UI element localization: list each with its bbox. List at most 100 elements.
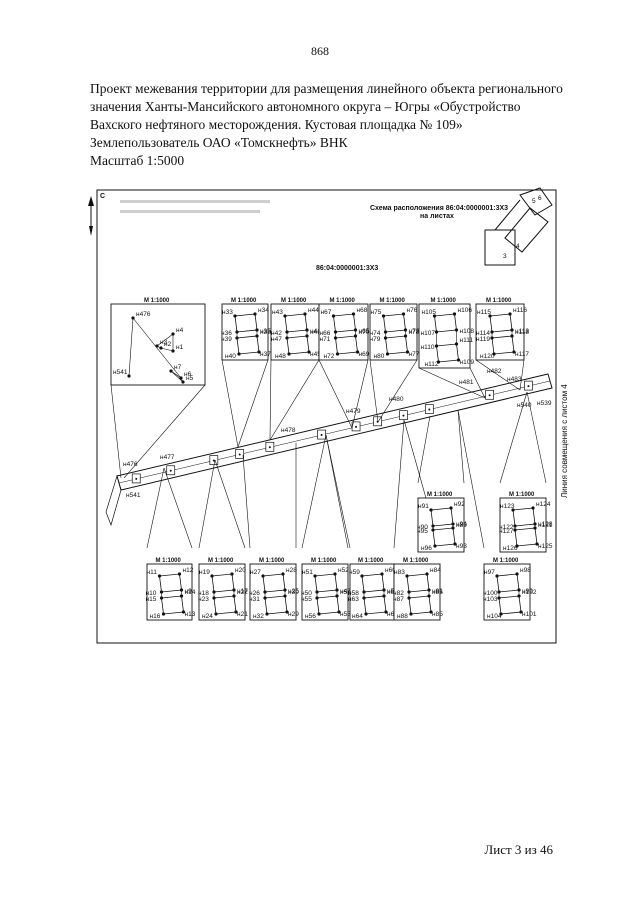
point-label: н79 (370, 336, 381, 343)
corridor-marker (424, 404, 434, 414)
corridor-marker (351, 421, 361, 432)
point-label: н54 (340, 589, 351, 596)
point-label: н478 (281, 427, 296, 434)
point-label: н51 (302, 569, 313, 576)
point-label: н476 (136, 311, 151, 318)
point-label: н21 (237, 611, 248, 618)
point-label: н81 (432, 588, 443, 595)
point-label: н3 (160, 339, 168, 346)
point-label: н26 (249, 590, 260, 597)
inset-scale: М 1:1000 (311, 558, 337, 564)
point-label: н481 (459, 379, 474, 386)
point-label: н16 (150, 613, 161, 620)
point-label: н114 (476, 330, 490, 337)
point-label: н19 (199, 569, 210, 576)
point-label: н87 (393, 596, 404, 603)
point-label: н126 (503, 545, 518, 552)
inset-scale: М 1:1000 (231, 298, 257, 304)
location-scheme-title: Схема расположения 86:04:0000001:3Х3 (370, 205, 508, 212)
point-label: н83 (394, 569, 405, 576)
point-label: н66 (320, 330, 331, 337)
document-header: Проект межевания территории для размещен… (90, 80, 590, 170)
plan-blurred-note (120, 200, 270, 213)
point-label: н106 (458, 307, 473, 314)
point-label: н111 (460, 337, 474, 344)
inset-scale: М 1:1000 (144, 298, 170, 304)
header-line-3: Вахского нефтяного месторождения. Кустов… (90, 117, 463, 132)
point-label: н17 (237, 588, 248, 595)
point-label: н6 (184, 371, 192, 378)
point-label: н9 (185, 588, 193, 595)
corridor-marker (209, 455, 219, 465)
point-label: н35 (260, 328, 271, 335)
point-label: н48 (275, 353, 286, 360)
inset-scale: М 1:1000 (403, 558, 429, 564)
point-label: н18 (198, 590, 209, 597)
point-label: н482 (487, 368, 502, 375)
point-label: н60 (385, 567, 396, 574)
point-label: н127 (499, 528, 514, 535)
point-label: н105 (422, 309, 437, 316)
corridor-marker (524, 380, 533, 391)
point-label: н124 (536, 501, 551, 508)
corridor-marker (317, 429, 326, 440)
point-label: н40 (225, 353, 236, 360)
point-label: н37 (260, 351, 271, 358)
inset-scale: М 1:1000 (493, 558, 519, 564)
point-label: н58 (348, 590, 359, 597)
point-label: н25 (288, 588, 299, 595)
point-label: н101 (522, 611, 537, 618)
point-label: н102 (522, 589, 537, 596)
location-scheme-sub: на листах (420, 213, 454, 220)
corridor-marker (485, 389, 495, 400)
point-label: н55 (301, 596, 312, 603)
point-label: н15 (146, 596, 157, 603)
point-label: н42 (271, 330, 282, 337)
point-label: н31 (249, 596, 260, 603)
point-label: н92 (454, 501, 465, 508)
point-label: н46 (310, 329, 321, 336)
point-label: н99 (522, 588, 533, 595)
point-label: н75 (371, 309, 382, 316)
point-label: н97 (484, 569, 495, 576)
point-label: н104 (487, 613, 502, 620)
point-label: н41 (310, 328, 321, 335)
point-label: н14 (185, 589, 196, 596)
inset-scale: М 1:1000 (281, 298, 307, 304)
point-label: н20 (235, 567, 246, 574)
point-label: н91 (418, 503, 429, 510)
inset-scale: М 1:1000 (486, 298, 512, 304)
point-label: н11 (147, 569, 158, 576)
cadastral-number: 86:04:0000001:3Х3 (316, 265, 378, 272)
point-label: н56 (305, 613, 316, 620)
point-label: н110 (421, 344, 435, 351)
point-label: н50 (301, 590, 312, 597)
point-label: н540 (517, 402, 532, 409)
point-label: н71 (320, 336, 331, 343)
corridor-marker (235, 449, 245, 459)
inset-scale: М 1:1000 (330, 298, 356, 304)
point-label: н28 (286, 567, 297, 574)
north-label: С (100, 193, 105, 200)
point-label: н480 (389, 396, 404, 403)
point-label: н78 (409, 329, 420, 336)
scheme-sheet-5: 5 (532, 198, 536, 205)
point-label: н49 (340, 588, 351, 595)
point-label: н72 (324, 353, 335, 360)
point-label: н476 (123, 461, 138, 468)
point-label: н98 (520, 567, 531, 574)
sheet-number: Лист 3 из 46 (484, 842, 553, 857)
point-label: н122 (499, 524, 514, 531)
point-label: н30 (288, 589, 299, 596)
